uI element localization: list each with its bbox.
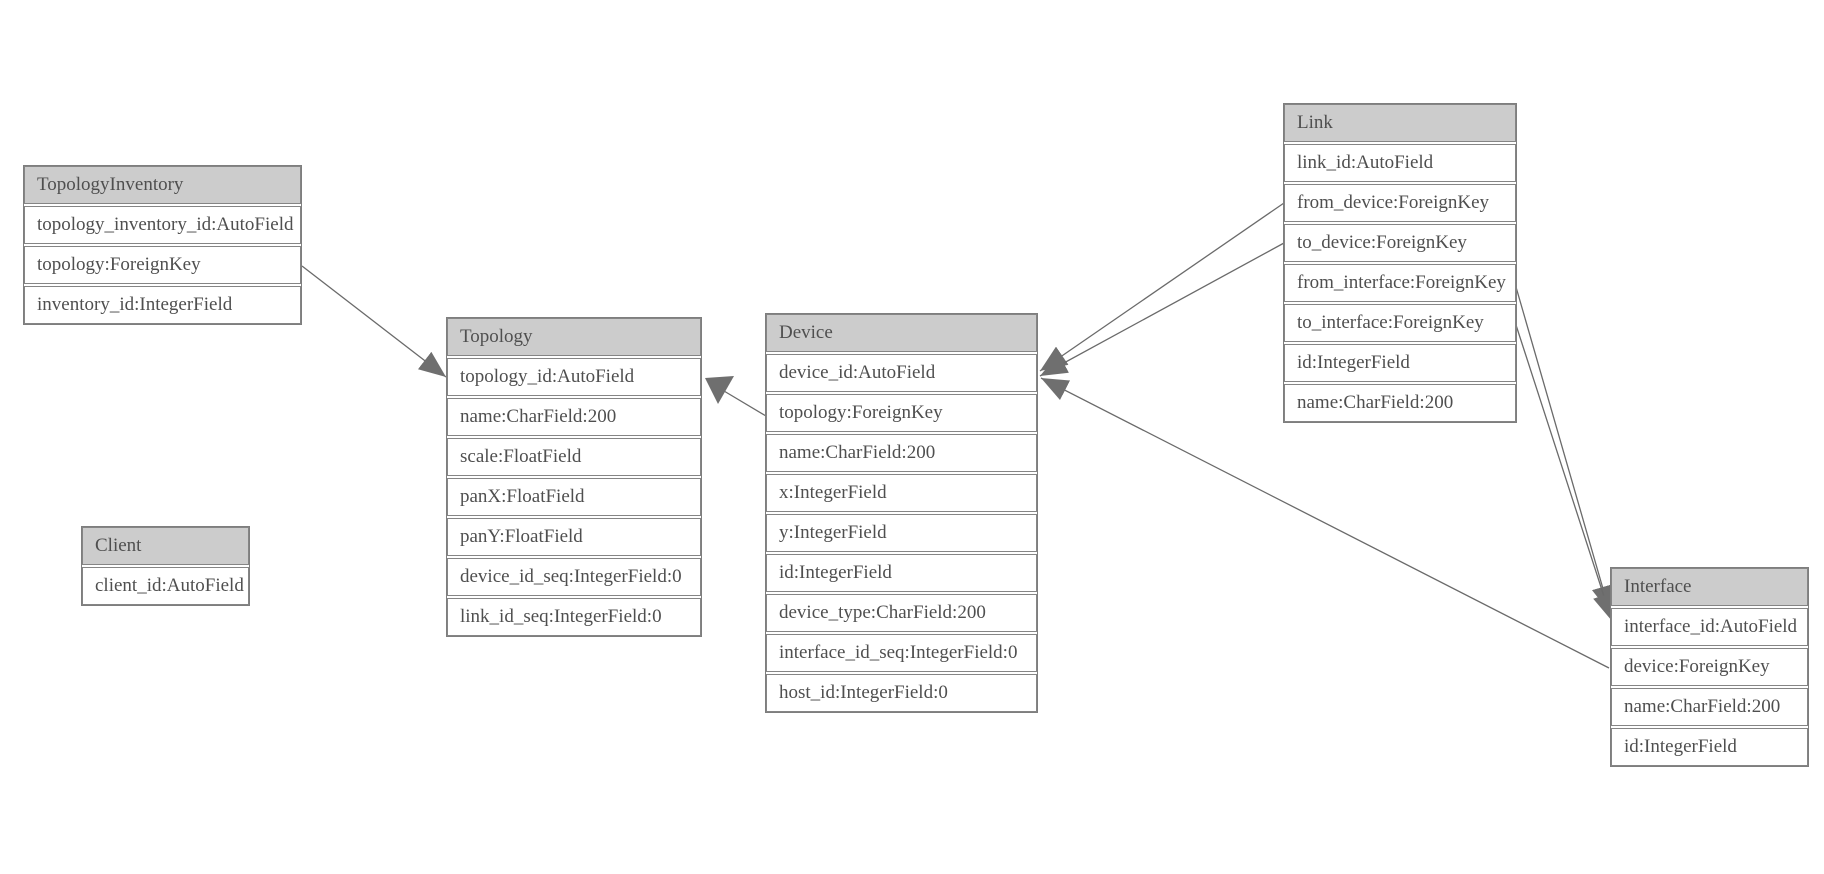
entity-device: Device device_id:AutoField topology:Fore… xyxy=(765,313,1038,713)
field-row: topology_id:AutoField xyxy=(447,358,701,396)
field-row: host_id:IntegerField:0 xyxy=(766,674,1037,712)
entity-topologyinventory-header: TopologyInventory xyxy=(24,166,301,204)
relation-link-tointerface-interface xyxy=(1515,324,1615,622)
field-row: link_id_seq:IntegerField:0 xyxy=(447,598,701,636)
field-row: device:ForeignKey xyxy=(1611,648,1808,686)
relation-topologyinventory-topology xyxy=(301,265,447,378)
field-row: to_interface:ForeignKey xyxy=(1284,304,1516,342)
field-row: client_id:AutoField xyxy=(82,567,249,605)
field-row: x:IntegerField xyxy=(766,474,1037,512)
field-row: name:CharField:200 xyxy=(1611,688,1808,726)
field-row: id:IntegerField xyxy=(1611,728,1808,766)
field-row: topology_inventory_id:AutoField xyxy=(24,206,301,244)
entity-device-header: Device xyxy=(766,314,1037,352)
field-row: interface_id_seq:IntegerField:0 xyxy=(766,634,1037,672)
field-row: link_id:AutoField xyxy=(1284,144,1516,182)
entity-link: Link link_id:AutoField from_device:Forei… xyxy=(1283,103,1517,423)
field-row: topology:ForeignKey xyxy=(24,246,301,284)
entity-topology: Topology topology_id:AutoField name:Char… xyxy=(446,317,702,637)
field-row: device_type:CharField:200 xyxy=(766,594,1037,632)
relation-interface-device xyxy=(1040,377,1610,669)
entity-topology-header: Topology xyxy=(447,318,701,356)
relation-device-topology-arrowhead xyxy=(705,376,734,404)
entity-client-header: Client xyxy=(82,527,249,565)
field-row: interface_id:AutoField xyxy=(1611,608,1808,646)
relation-device-topology xyxy=(723,390,767,417)
entity-interface-header: Interface xyxy=(1611,568,1808,606)
field-row: scale:FloatField xyxy=(447,438,701,476)
field-row: device_id_seq:IntegerField:0 xyxy=(447,558,701,596)
field-row: from_device:ForeignKey xyxy=(1284,184,1516,222)
field-row: name:CharField:200 xyxy=(447,398,701,436)
relation-link-fromdevice-device xyxy=(1039,202,1285,372)
field-row: name:CharField:200 xyxy=(1284,384,1516,422)
field-row: to_device:ForeignKey xyxy=(1284,224,1516,262)
entity-interface: Interface interface_id:AutoField device:… xyxy=(1610,567,1809,767)
field-row: panX:FloatField xyxy=(447,478,701,516)
field-row: name:CharField:200 xyxy=(766,434,1037,472)
entity-link-header: Link xyxy=(1284,104,1516,142)
entity-client: Client client_id:AutoField xyxy=(81,526,250,606)
field-row: id:IntegerField xyxy=(1284,344,1516,382)
field-row: inventory_id:IntegerField xyxy=(24,286,301,324)
field-row: y:IntegerField xyxy=(766,514,1037,552)
field-row: id:IntegerField xyxy=(766,554,1037,592)
field-row: device_id:AutoField xyxy=(766,354,1037,392)
field-row: topology:ForeignKey xyxy=(766,394,1037,432)
entity-topologyinventory: TopologyInventory topology_inventory_id:… xyxy=(23,165,302,325)
field-row: from_interface:ForeignKey xyxy=(1284,264,1516,302)
field-row: panY:FloatField xyxy=(447,518,701,556)
relation-link-frominterface-interface xyxy=(1515,286,1614,614)
relation-link-todevice-device xyxy=(1039,242,1285,377)
